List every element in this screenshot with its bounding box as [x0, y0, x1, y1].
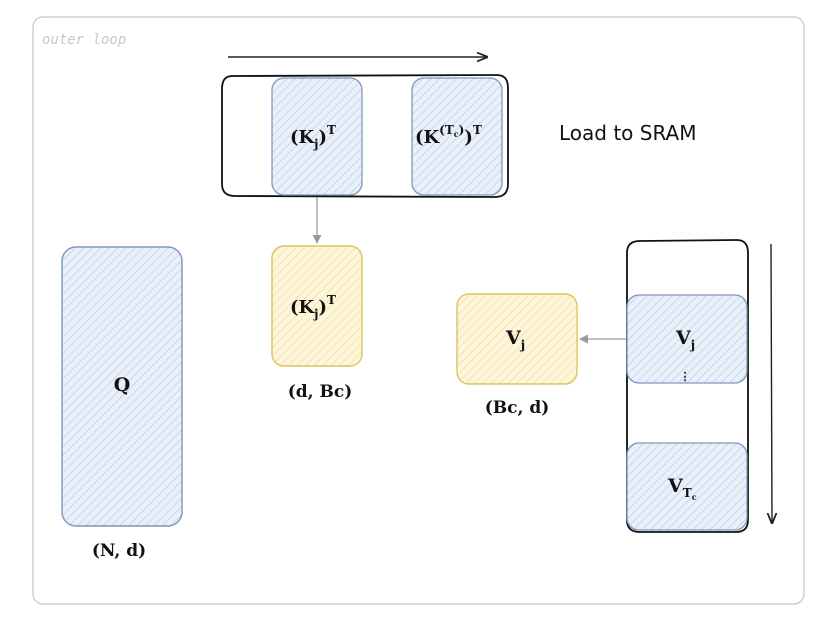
load-to-sram-label: Load to SRAM: [559, 121, 697, 145]
svg-text:(K(Tc))T: (K(Tc))T: [415, 123, 482, 148]
svg-text:(Kj)T: (Kj)T: [290, 293, 336, 321]
k-sram-sup: T: [327, 293, 336, 307]
k-strip-block-ktc: (K(Tc))T: [411, 77, 503, 196]
k-strip-block-kj: (Kj)T: [271, 77, 363, 196]
v-strip-direction-arrow: [771, 243, 772, 523]
svg-text:Vj: Vj: [505, 327, 525, 352]
k-strip-block2-sup-inner: (T: [439, 123, 454, 137]
v-strip-block-vtc: VTc: [626, 442, 748, 531]
v-sram-dims: (Bc, d): [485, 398, 550, 418]
v-strip-block2-sub: T: [683, 486, 692, 500]
v-strip-ellipsis: ⋮: [680, 370, 691, 383]
svg-text:VTc: VTc: [667, 475, 697, 502]
v-sram-block: Vj: [456, 293, 578, 385]
svg-text:(Kj)T: (Kj)T: [290, 123, 336, 151]
k-strip-block2-sup-inner-sub: c: [454, 129, 459, 139]
k-sram-close: ): [319, 297, 328, 318]
v-sram-base: V: [505, 327, 522, 349]
svg-text:Vj: Vj: [675, 327, 695, 352]
k-strip-block2-base: (K: [415, 127, 441, 148]
k-sram-dims: (d, Bc): [288, 382, 353, 402]
q-dims: (N, d): [92, 541, 146, 561]
outer-loop-frame: outer loop: [32, 16, 805, 605]
v-strip-block2-base: V: [667, 475, 684, 497]
k-strip-block2-sup-inner-close: ): [459, 123, 465, 137]
q-label: Q: [114, 374, 131, 396]
v-strip-block-vj: Vj ⋮: [626, 294, 748, 384]
k-strip-block1-sub: j: [313, 137, 318, 151]
v-strip-block1-sub: j: [690, 338, 695, 352]
v-sram-sub: j: [520, 338, 525, 352]
k-strip-block1-close: ): [319, 127, 328, 148]
v-strip-block2-subsub: c: [692, 492, 697, 502]
q-block: Q: [61, 246, 183, 527]
k-strip-block1-base: (K: [290, 127, 316, 148]
v-strip-block1-base: V: [675, 327, 692, 349]
k-sram-block: (Kj)T: [271, 245, 363, 367]
k-strip-block1-sup: T: [327, 123, 336, 137]
k-sram-base: (K: [290, 297, 316, 318]
k-strip: (Kj)T (K(Tc))T: [221, 74, 509, 198]
k-strip-block2-sup: T: [473, 123, 482, 137]
outer-loop-label: outer loop: [42, 32, 126, 48]
v-strip: Vj ⋮ VTc: [626, 239, 749, 533]
k-sram-sub: j: [313, 307, 318, 321]
k-strip-block2-close: ): [464, 127, 473, 148]
